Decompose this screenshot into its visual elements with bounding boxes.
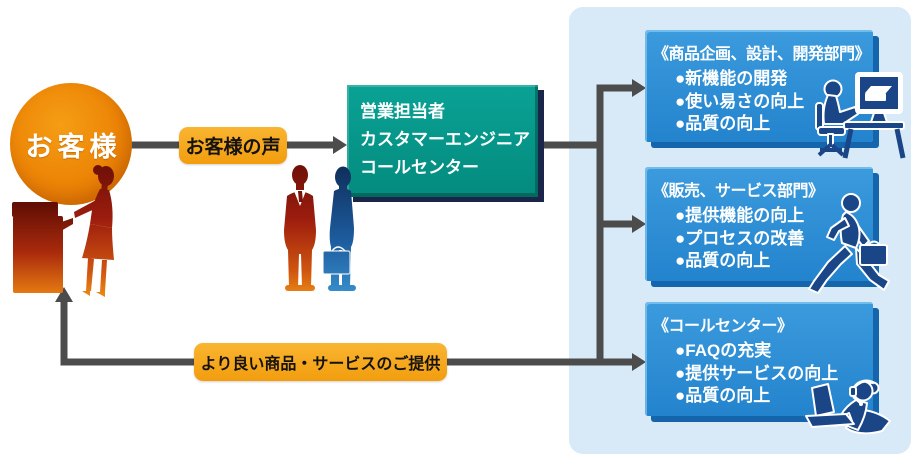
customer-woman-figure bbox=[74, 165, 114, 297]
contact-box: 営業担当者 カスタマーエンジニア コールセンター bbox=[347, 85, 538, 197]
department-item: ●プロセスの改善 bbox=[675, 228, 805, 248]
department-title: 《コールセンター》 bbox=[653, 318, 793, 335]
feedback-arrow-label: お客様の声 bbox=[179, 127, 287, 164]
department-item: ●品質の向上 bbox=[675, 251, 771, 270]
return-arrow-label-text: より良い商品・サービスのご提供 bbox=[200, 356, 441, 373]
department-item: ●FAQの充実 bbox=[675, 341, 772, 360]
department-item: ●品質の向上 bbox=[675, 386, 771, 405]
feedback-arrow-label-text: お客様の声 bbox=[185, 137, 281, 158]
arrowhead-dept-3 bbox=[632, 353, 646, 371]
department-title: 《販売、サービス部門》 bbox=[653, 183, 824, 200]
arrowhead-dept-1 bbox=[632, 79, 646, 97]
arrowhead-to-contact bbox=[333, 136, 347, 154]
sales-rep-figure bbox=[284, 165, 316, 291]
contact-box-line: コールセンター bbox=[360, 158, 479, 177]
department-item: ●品質の向上 bbox=[675, 114, 771, 133]
arrowhead-dept-2 bbox=[632, 215, 646, 233]
desk-worker-illustration bbox=[815, 72, 906, 159]
contact-box-line: 営業担当者 bbox=[360, 102, 445, 121]
department-item: ●提供サービスの向上 bbox=[675, 363, 839, 383]
call-center-operator-illustration bbox=[805, 379, 891, 435]
return-arrow-label: より良い商品・サービスのご提供 bbox=[194, 343, 447, 381]
arrowhead-to-customer bbox=[55, 287, 73, 302]
engineer-figure bbox=[322, 166, 356, 291]
contact-box-line: カスタマーエンジニア bbox=[360, 130, 530, 149]
customer-label: お客様 bbox=[25, 131, 122, 162]
running-salesman-illustration bbox=[808, 193, 890, 294]
department-title: 《商品企画、設計、開発部門》 bbox=[653, 46, 871, 63]
printer-icon bbox=[12, 202, 73, 293]
department-item: ●新機能の開発 bbox=[675, 69, 788, 88]
department-item: ●使い易さの向上 bbox=[675, 91, 805, 111]
department-box-call-center: 《コールセンター》 ●FAQの充実 ●提供サービスの向上 ●品質の向上 bbox=[645, 302, 873, 416]
department-item: ●提供機能の向上 bbox=[675, 206, 805, 225]
customer-circle: お客様 bbox=[10, 83, 132, 205]
